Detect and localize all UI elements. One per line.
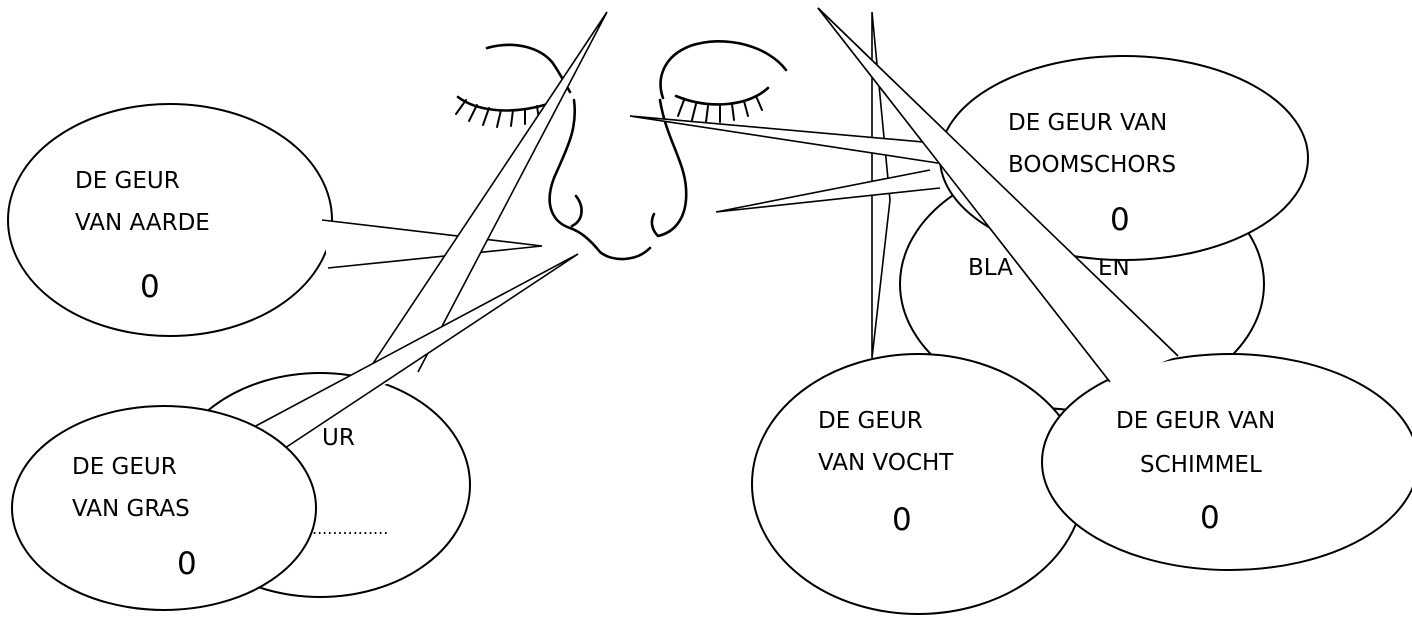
tail-boomschors-b xyxy=(716,170,940,212)
bubble-gras: DE GEUR VAN GRAS 0 xyxy=(12,406,316,610)
tail-aarde xyxy=(322,220,542,268)
left-nostril xyxy=(572,196,582,226)
tail-gras-long xyxy=(350,12,607,398)
hidden-left-partial-label: UR xyxy=(322,425,355,451)
bubble-boomschors-line1: DE GEUR VAN xyxy=(1008,110,1167,136)
face-drawing xyxy=(456,41,786,259)
left-eye-closed xyxy=(458,97,548,110)
bubble-schimmel-score: 0 xyxy=(1200,500,1220,536)
bubble-aarde-score: 0 xyxy=(140,269,160,305)
bubble-gras-line2: VAN GRAS xyxy=(72,496,190,522)
bubble-aarde-line1: DE GEUR xyxy=(75,168,180,194)
bubble-vocht-line1: DE GEUR xyxy=(818,408,923,434)
bubble-schimmel: DE GEUR VAN SCHIMMEL 0 xyxy=(1042,354,1412,570)
bubble-schimmel-line2: SCHIMMEL xyxy=(1140,452,1262,478)
bubble-gras-line1: DE GEUR xyxy=(72,454,177,480)
right-eye-closed xyxy=(676,88,768,104)
bubble-vocht-line2: VAN VOCHT xyxy=(818,450,954,476)
bubble-vocht-score: 0 xyxy=(892,502,912,538)
bubble-vocht: DE GEUR VAN VOCHT 0 xyxy=(752,354,1084,614)
bubble-boomschors-score: 0 xyxy=(1110,202,1130,238)
bubble-boomschors-line2: BOOMSCHORS xyxy=(1008,152,1176,178)
bubble-aarde-line2: VAN AARDE xyxy=(75,210,210,236)
nose-left-contour xyxy=(550,100,650,259)
bubble-gras-score: 0 xyxy=(177,546,197,582)
bubble-aarde: DE GEUR VAN AARDE 0 xyxy=(8,104,542,336)
hidden-left-fill-line: ............... xyxy=(312,519,388,538)
bubble-schimmel-line1: DE GEUR VAN xyxy=(1116,408,1275,434)
hidden-right-partial-left: BLA xyxy=(968,255,1013,281)
